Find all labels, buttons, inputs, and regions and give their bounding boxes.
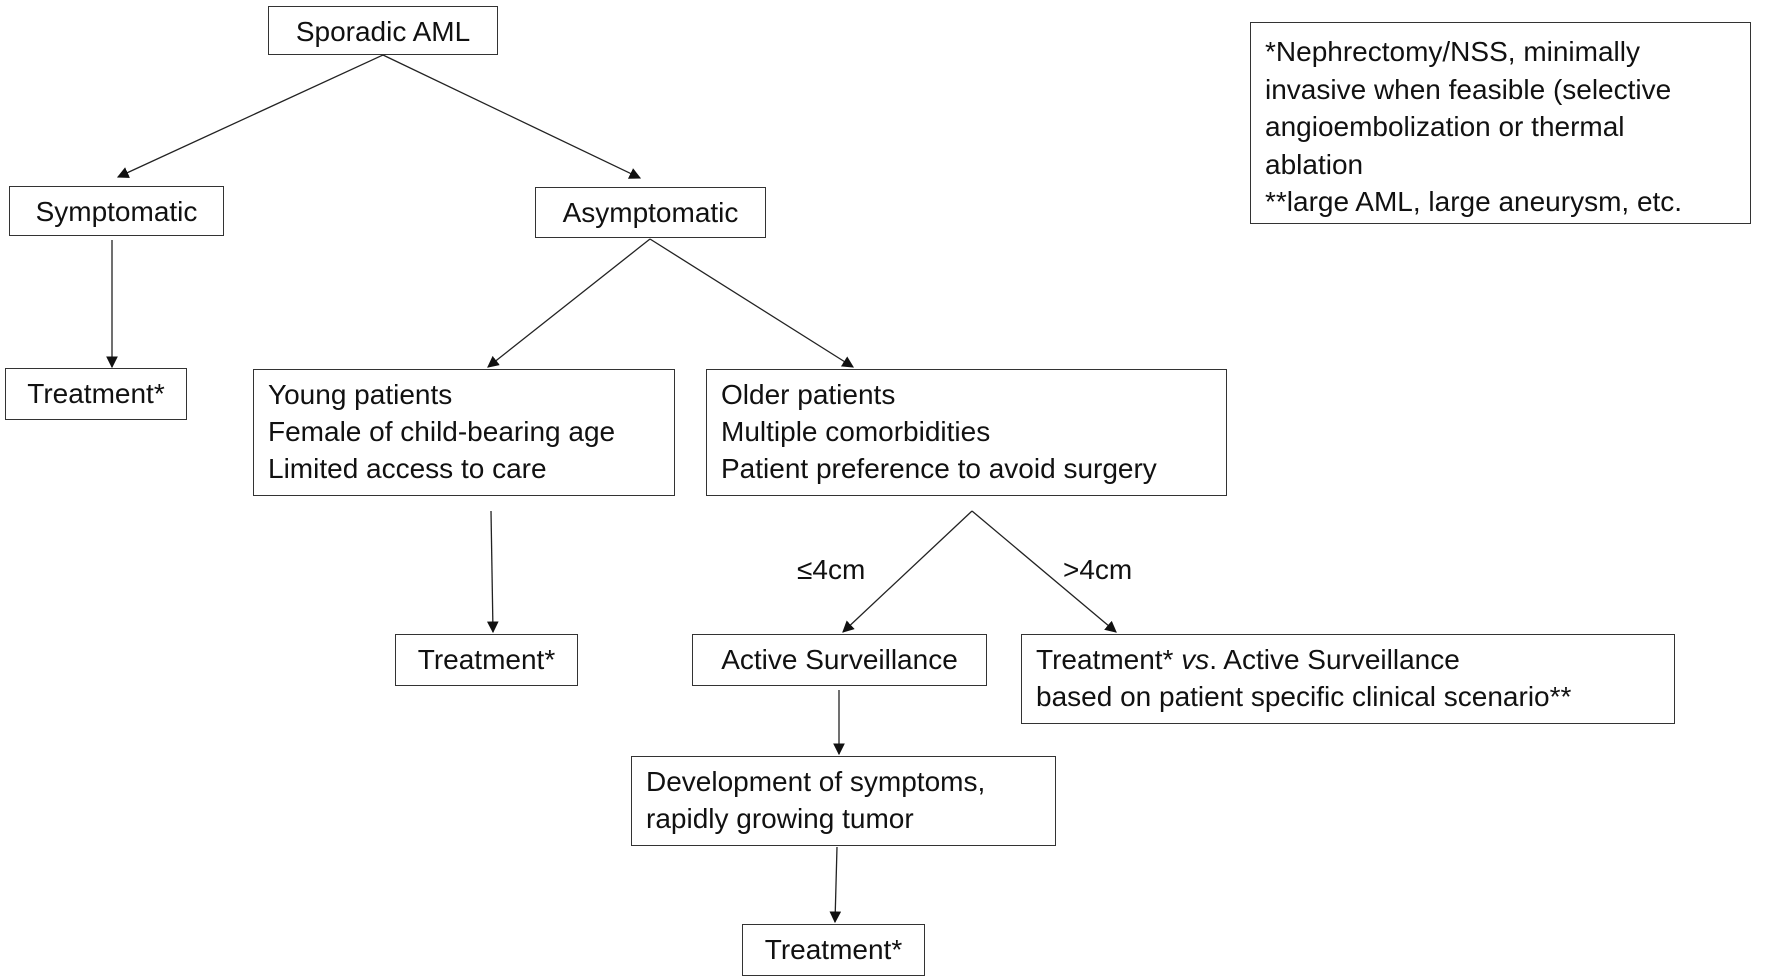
treatment-symptomatic-label: Treatment*	[27, 378, 165, 409]
edge-root-symptomatic	[116, 54, 384, 178]
symptomatic-node-label: Symptomatic	[35, 196, 198, 227]
edge-label-large: >4cm	[1063, 554, 1133, 585]
symptomatic-node: Symptomatic	[9, 186, 224, 236]
large-option-treatment-text: Treatment*	[1036, 644, 1182, 675]
footnote-line-1: *Nephrectomy/NSS, minimally	[1265, 36, 1640, 67]
asymptomatic-node-label: Asymptomatic	[562, 197, 739, 228]
young-line-1: Young patients	[268, 379, 453, 410]
footnote-line-5: **large AML, large aneurysm, etc.	[1265, 186, 1683, 217]
edge-root-asymptomatic	[382, 54, 642, 179]
edge-development-treatment	[829, 846, 842, 924]
large-option-vs-text: vs	[1181, 644, 1210, 675]
treatment-final-label: Treatment*	[764, 934, 903, 965]
edge-asymptomatic-young	[487, 238, 651, 368]
asymptomatic-node: Asymptomatic	[535, 187, 766, 238]
older-line-2: Multiple comorbidities	[721, 416, 991, 447]
edge-asymptomatic-older	[649, 238, 854, 368]
older-line-3: Patient preference to avoid surgery	[721, 453, 1157, 484]
young-line-2: Female of child-bearing age	[268, 416, 616, 447]
edge-older-surveillance	[842, 510, 973, 633]
large-option-node: Treatment* vs. Active Surveillance based…	[1021, 634, 1675, 724]
edge-label-small: ≤4cm	[797, 554, 866, 585]
footnote-box: *Nephrectomy/NSS, minimally invasive whe…	[1250, 22, 1751, 224]
large-option-line-1: Treatment* vs. Active Surveillance	[1036, 641, 1660, 678]
treatment-young-node: Treatment*	[395, 634, 578, 686]
footnote-line-2: invasive when feasible (selective	[1265, 73, 1672, 105]
active-surveillance-node: Active Surveillance	[692, 634, 987, 686]
root-node-label: Sporadic AML	[295, 16, 471, 47]
young-patients-node: Young patients Female of child-bearing a…	[253, 369, 675, 496]
treatment-symptomatic-node: Treatment*	[5, 368, 187, 420]
treatment-final-node: Treatment*	[742, 924, 925, 976]
active-surveillance-label: Active Surveillance	[721, 644, 958, 675]
older-line-1: Older patients	[721, 379, 896, 410]
young-line-3: Limited access to care	[268, 453, 547, 484]
treatment-young-label: Treatment*	[417, 644, 556, 675]
development-node: Development of symptoms, rapidly growing…	[631, 756, 1056, 846]
footnote-line-3: angioembolization or thermal	[1265, 111, 1625, 142]
large-option-line-2: based on patient specific clinical scena…	[1036, 681, 1572, 712]
older-patients-node: Older patients Multiple comorbidities Pa…	[706, 369, 1227, 496]
large-option-surveillance-text: . Active Surveillance	[1209, 644, 1460, 675]
edge-young-treatment	[486, 510, 499, 634]
edge-older-large	[971, 510, 1117, 633]
development-line-1: Development of symptoms,	[646, 766, 986, 797]
root-node: Sporadic AML	[268, 6, 498, 55]
development-line-2: rapidly growing tumor	[646, 803, 914, 834]
footnote-line-4: ablation	[1265, 148, 1364, 180]
